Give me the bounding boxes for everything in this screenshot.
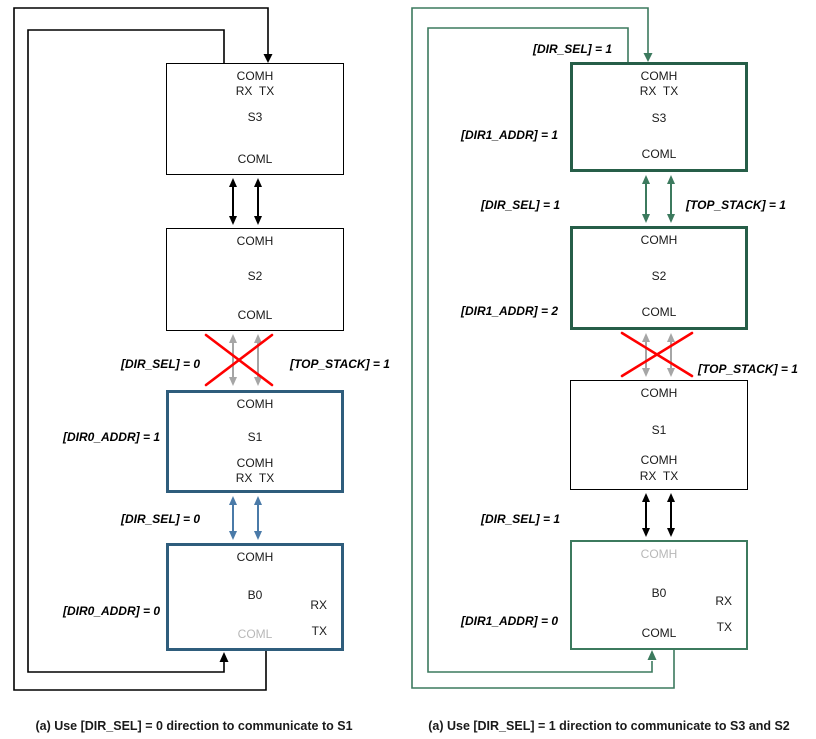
device-box-s2-right: COMH S2 COML bbox=[570, 226, 748, 330]
device-box-s3-right: COMH RX TX S3 COML bbox=[570, 62, 748, 172]
rxtx-label: RX TX bbox=[235, 84, 275, 98]
port-label-comh: COMH bbox=[640, 547, 678, 561]
left-s3-s2-arrows bbox=[229, 178, 262, 225]
label-dir-sel-blocked-left: [DIR_SEL] = 0 bbox=[120, 357, 200, 371]
label-dir-sel-lower-right: [DIR_SEL] = 1 bbox=[480, 512, 560, 526]
port-label-coml: COML bbox=[641, 147, 677, 161]
left-loop-arrow-down-icon bbox=[263, 54, 273, 63]
left-loop-arrow-up-icon bbox=[219, 652, 229, 662]
right-s2-s1-blocked-arrows bbox=[620, 331, 694, 378]
device-name: S1 bbox=[247, 430, 263, 444]
rxtx-label: RX TX bbox=[639, 84, 679, 98]
label-dir1-addr-s3: [DIR1_ADDR] = 1 bbox=[460, 128, 558, 142]
port-label-comh: COMH bbox=[236, 69, 274, 83]
rx-label: RX bbox=[715, 594, 732, 608]
device-name: S2 bbox=[651, 269, 667, 283]
device-box-s3-left: COMH RX TX S3 COML bbox=[166, 63, 344, 175]
device-box-s1-left: COMH S1 COMH RX TX bbox=[166, 390, 344, 493]
left-s1-b0-arrows bbox=[229, 496, 262, 540]
rxtx-label: RX TX bbox=[639, 469, 679, 483]
port-label-coml: COML bbox=[237, 152, 273, 166]
label-dir-sel-top-right: [DIR_SEL] = 1 bbox=[532, 42, 612, 56]
left-loop-lines bbox=[13, 7, 273, 691]
device-box-b0-left: COMH B0 RX TX COML bbox=[166, 543, 344, 651]
port-label-comh: COMH bbox=[640, 233, 678, 247]
right-loop-arrow-down-icon bbox=[643, 53, 653, 62]
tx-label: TX bbox=[311, 624, 327, 638]
rxtx-label: RX TX bbox=[235, 471, 275, 485]
label-dir1-addr-s2: [DIR1_ADDR] = 2 bbox=[460, 304, 558, 318]
device-name: S1 bbox=[651, 423, 667, 437]
label-dir1-addr-b0: [DIR1_ADDR] = 0 bbox=[460, 614, 558, 628]
caption-left: (a) Use [DIR_SEL] = 0 direction to commu… bbox=[35, 719, 353, 733]
port-label-coml: COML bbox=[237, 308, 273, 322]
label-top-stack-left: [TOP_STACK] = 1 bbox=[290, 357, 390, 371]
red-x-icon bbox=[620, 331, 694, 378]
device-name: B0 bbox=[651, 586, 667, 600]
label-dir-sel-lower-left: [DIR_SEL] = 0 bbox=[120, 512, 200, 526]
port-label-coml: COML bbox=[641, 626, 677, 640]
port-label-comh: COMH bbox=[640, 69, 678, 83]
left-s2-s1-blocked-arrows bbox=[204, 333, 274, 387]
red-x-icon bbox=[204, 333, 274, 387]
device-box-s1-right: COMH S1 COMH RX TX bbox=[570, 380, 748, 490]
port-label-comh-bottom: COMH bbox=[236, 456, 274, 470]
label-top-stack-blocked-right: [TOP_STACK] = 1 bbox=[698, 362, 798, 376]
rx-label: RX bbox=[310, 598, 327, 612]
device-box-s2-left: COMH S2 COML bbox=[166, 228, 344, 331]
device-box-b0-right: COMH B0 RX TX COML bbox=[570, 540, 748, 650]
label-dir0-addr-b0: [DIR0_ADDR] = 0 bbox=[62, 604, 160, 618]
right-s3-s2-arrows bbox=[642, 175, 675, 223]
right-s1-b0-arrows bbox=[642, 493, 675, 537]
port-label-coml: COML bbox=[237, 627, 273, 641]
right-loop-lines bbox=[411, 7, 675, 689]
device-name: S2 bbox=[247, 269, 263, 283]
right-loop-arrow-up-icon bbox=[647, 650, 657, 660]
port-label-comh: COMH bbox=[640, 386, 678, 400]
label-dir0-addr-s1: [DIR0_ADDR] = 1 bbox=[62, 430, 160, 444]
port-label-coml: COML bbox=[641, 305, 677, 319]
caption-right: (a) Use [DIR_SEL] = 1 direction to commu… bbox=[428, 719, 790, 733]
device-name: S3 bbox=[247, 110, 263, 124]
device-name: B0 bbox=[247, 588, 263, 602]
label-dir-sel-mid-right: [DIR_SEL] = 1 bbox=[480, 198, 560, 212]
port-label-comh: COMH bbox=[236, 234, 274, 248]
tx-label: TX bbox=[716, 620, 732, 634]
port-label-comh: COMH bbox=[236, 397, 274, 411]
port-label-comh: COMH bbox=[236, 550, 274, 564]
label-top-stack-mid-right: [TOP_STACK] = 1 bbox=[686, 198, 786, 212]
device-name: S3 bbox=[651, 111, 667, 125]
port-label-comh-bottom: COMH bbox=[640, 453, 678, 467]
